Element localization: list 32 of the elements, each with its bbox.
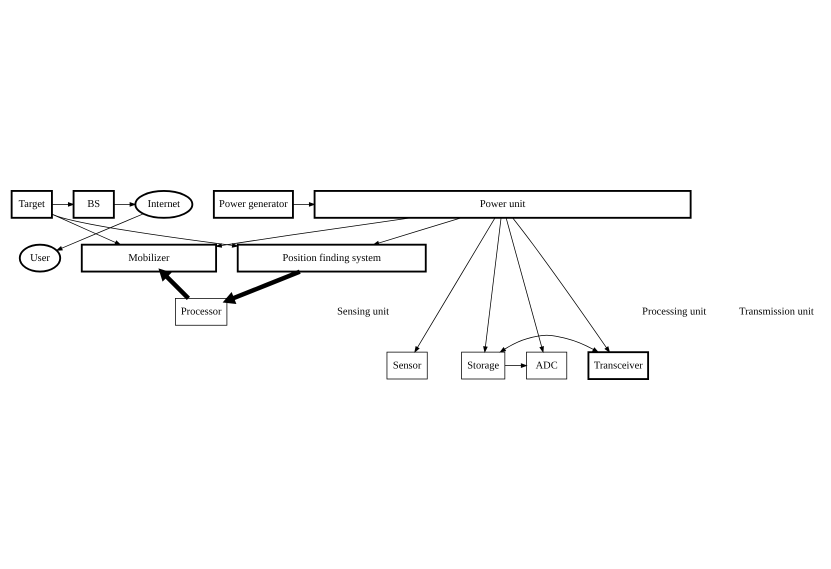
arrow — [499, 334, 600, 352]
arrow — [56, 213, 144, 250]
node-ellipse: Internet — [134, 190, 194, 218]
node-box: BS — [72, 190, 115, 218]
node-box: Target — [10, 190, 53, 218]
arrow — [512, 217, 610, 353]
arrow — [483, 217, 502, 353]
arrow — [372, 217, 462, 245]
arrow — [158, 268, 190, 300]
node-box: Transceiver — [587, 350, 650, 380]
arrow — [114, 202, 136, 206]
node-box: Position finding system — [236, 243, 427, 272]
node-box: Power unit — [314, 190, 692, 218]
node-ellipse: User — [18, 243, 62, 272]
node-box: Processor — [175, 298, 228, 326]
arrow — [222, 269, 301, 304]
arrow — [414, 217, 496, 352]
node-box: Storage — [461, 351, 506, 379]
arrow — [52, 213, 122, 245]
arrow — [52, 213, 239, 248]
node-box: ADC — [526, 351, 568, 379]
label: Transmission unit — [739, 306, 814, 318]
node-box: Power generator — [212, 190, 294, 218]
arrow — [504, 362, 528, 368]
arrow — [292, 202, 316, 206]
arrow — [506, 217, 544, 353]
node-box: Sensor — [386, 351, 428, 379]
node-box: Mobilizer — [80, 243, 218, 272]
label: Processing unit — [642, 306, 706, 318]
label: Sensing unit — [337, 306, 390, 318]
arrow — [52, 202, 75, 206]
arrow — [215, 217, 411, 248]
